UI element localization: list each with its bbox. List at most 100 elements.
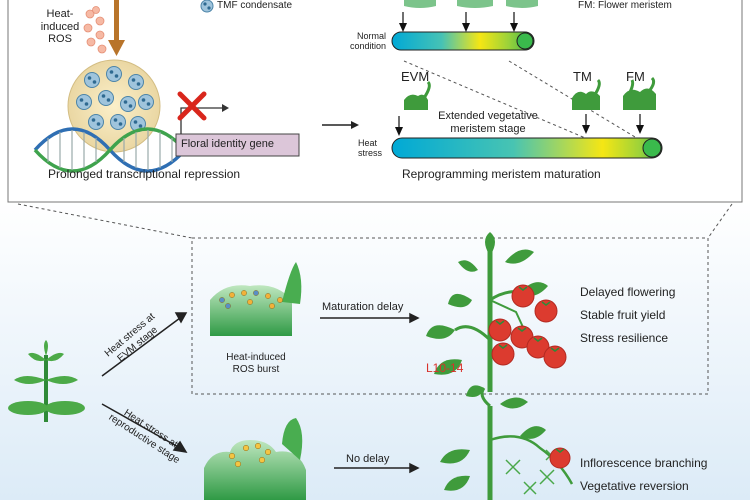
condensate-core	[136, 82, 141, 86]
ros-arrow	[108, 0, 125, 56]
tomato-calyx	[498, 344, 508, 349]
condensate-core	[131, 78, 136, 82]
tomato-calyx	[517, 327, 527, 332]
tomato-calyx	[533, 337, 543, 342]
fm-meristem-icon	[623, 76, 656, 110]
tmf-condensate	[138, 94, 154, 110]
ros-dot	[242, 444, 250, 452]
floral-identity-gene-label: Floral identity gene	[181, 138, 274, 150]
condensate-core	[109, 70, 114, 74]
tomato-calyx	[518, 286, 528, 291]
heat-stress-bar	[391, 137, 663, 159]
no-delay-label: No delay	[346, 453, 390, 465]
normal-condition-bar	[391, 31, 535, 51]
outcome-upper-3: Stress resilience	[580, 331, 669, 345]
tmf-condensate	[120, 96, 136, 112]
condensate-core	[96, 122, 101, 126]
ros-droplets	[83, 6, 107, 54]
seedling-icon	[8, 340, 85, 422]
normal-condition-label: Normal condition	[349, 31, 386, 52]
heat-stress-label: Heat stress	[358, 138, 383, 159]
tmf-condensate-icon	[200, 0, 214, 13]
ros-dot	[234, 460, 242, 468]
repression-caption: Prolonged transcriptional repression	[48, 167, 241, 181]
condensate-core	[92, 80, 97, 84]
dna-helix	[33, 127, 187, 173]
tomato-calyx	[550, 347, 560, 352]
floral-identity-gene-box	[175, 133, 300, 157]
tomato-plant-lower	[440, 385, 574, 500]
condensate-core	[84, 102, 89, 106]
extended-vegetative-label: Extended vegetative meristem stage	[438, 110, 538, 135]
dashed-callout-lines	[17, 60, 733, 395]
outcome-upper-2: Stable fruit yield	[580, 308, 666, 322]
condensate-core	[79, 98, 84, 102]
condensate-core	[123, 100, 128, 104]
tmf-condensate	[84, 72, 100, 88]
ros-dot	[225, 303, 231, 309]
tomato-calyx	[541, 301, 551, 306]
condensate-core	[141, 98, 146, 102]
tmf-condensate-cluster	[67, 59, 161, 153]
normal-markers	[399, 12, 518, 32]
condensate-core	[118, 122, 123, 126]
ros-dot	[264, 448, 272, 456]
heat-markers	[395, 114, 644, 136]
condensate-core	[133, 120, 138, 124]
ros-dot	[229, 292, 235, 298]
tmf-condensate	[98, 90, 114, 106]
blocked-transcription-icon	[177, 91, 229, 134]
tomato-fruit	[534, 299, 558, 323]
condensate-core	[114, 74, 119, 78]
fm-label: FM	[626, 69, 645, 84]
outcome-upper-1: Delayed flowering	[580, 285, 676, 299]
flower-meristem-legend: FM: Flower meristem	[578, 0, 672, 11]
ros-dot	[219, 297, 225, 303]
tomato-fruit	[511, 284, 535, 308]
tmf-condensate	[76, 94, 92, 110]
ros-dot	[258, 456, 266, 464]
condensate-core	[101, 94, 106, 98]
evm-label: EVM	[401, 69, 430, 84]
ros-burst-label: Heat-induced ROS burst	[226, 352, 286, 375]
tmf-condensate	[88, 114, 104, 130]
bottom-background	[0, 200, 750, 500]
condensate-core	[113, 118, 118, 122]
condensate-core	[106, 98, 111, 102]
ros-dot	[228, 452, 236, 460]
tmf-condensate	[106, 66, 122, 82]
tomato-fruit	[526, 335, 550, 359]
tomato-plant-upper	[426, 232, 567, 392]
condensate-core	[91, 118, 96, 122]
tomato-fruit	[491, 342, 515, 366]
tomato-fruit	[543, 345, 567, 369]
condensate-core	[138, 124, 143, 128]
outcome-lower-1: Inflorescence branching	[580, 456, 708, 470]
condensate-core	[128, 104, 133, 108]
ros-dot	[253, 290, 259, 296]
ros-dot	[241, 290, 247, 296]
ros-dot	[247, 299, 253, 305]
tmf-condensate	[110, 114, 126, 130]
tm-label: TM	[573, 69, 592, 84]
stage-arrows	[320, 312, 420, 474]
branch-arrows	[101, 312, 188, 454]
tomato-calyx	[495, 320, 505, 325]
l10-14-label: L10-14	[426, 361, 464, 375]
tmf-condensate-label: TMF condensate	[217, 0, 293, 11]
ros-dot	[269, 303, 275, 309]
top-meristem-icons	[404, 0, 538, 8]
condensate-core	[87, 76, 92, 80]
ros-dot	[254, 442, 262, 450]
ros-burst-meristem	[210, 262, 302, 336]
outcome-lower-2: Vegetative reversion	[580, 479, 689, 493]
evm-meristem-icon	[404, 80, 431, 110]
ros-dot	[277, 297, 283, 303]
tm-meristem-icon	[572, 78, 601, 110]
ros-dot	[265, 293, 271, 299]
maturation-caption: Reprogramming meristem maturation	[402, 167, 601, 181]
maturation-delay-label: Maturation delay	[322, 301, 404, 313]
transition-arrow	[322, 121, 359, 129]
